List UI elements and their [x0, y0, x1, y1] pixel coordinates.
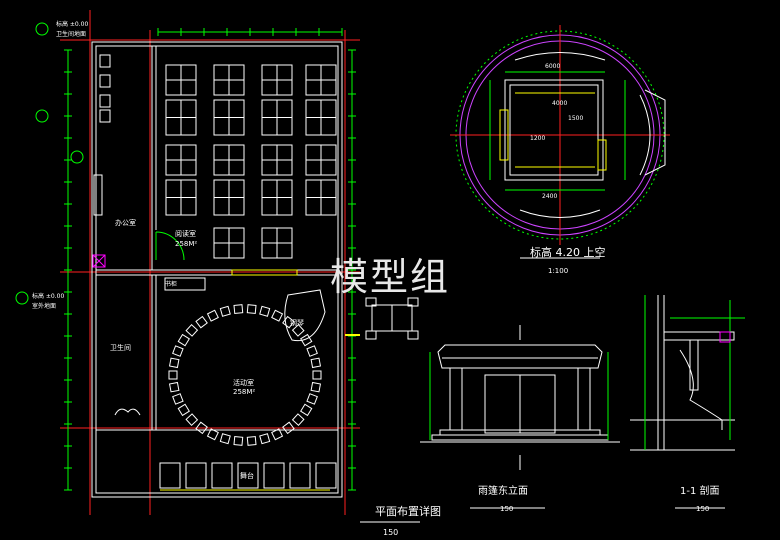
room-stage-label: 舞台 — [240, 471, 254, 480]
stage-box — [315, 462, 337, 489]
seat — [177, 403, 190, 417]
seat — [168, 370, 178, 380]
floor-plan — [15, 10, 420, 523]
top-plan-dim-5: 4000 — [552, 100, 567, 107]
top-plan-scale: 1:100 — [548, 267, 568, 275]
top-plan — [450, 25, 670, 259]
seat — [306, 345, 318, 357]
seat — [233, 304, 244, 314]
top-plan-dim-3: 1200 — [530, 135, 545, 142]
seat — [306, 393, 318, 405]
stage-box — [237, 462, 259, 489]
section-1-1 — [630, 295, 745, 509]
stage-furniture — [159, 462, 337, 489]
seat — [282, 421, 295, 435]
seat — [206, 309, 219, 322]
seat — [310, 357, 322, 369]
table-chairs-icon — [365, 297, 419, 340]
dimension-ticks — [64, 28, 356, 491]
stage-box — [289, 462, 311, 489]
elev-label-top: 标高 ±0.00 — [56, 20, 88, 28]
seat — [259, 433, 271, 445]
outer-wall — [91, 41, 343, 498]
index-marker-icon — [15, 291, 29, 305]
seat — [233, 436, 244, 446]
section-scale: 150 — [696, 505, 709, 513]
toilet-fixture-icon — [92, 254, 106, 268]
seat — [259, 305, 271, 317]
seat-ring — [168, 304, 322, 446]
seat — [246, 436, 257, 446]
top-plan-title: 标高 4.20 上空 — [530, 245, 606, 259]
watermark-text: 模型组 — [330, 255, 451, 299]
seat — [312, 370, 322, 380]
seat — [300, 333, 313, 347]
core-room — [504, 79, 604, 181]
stage-box — [185, 462, 207, 489]
elev-label-mid: 标高 ±0.00 — [32, 292, 64, 300]
seat — [206, 428, 219, 441]
seat — [219, 433, 231, 445]
seat — [300, 403, 313, 417]
seat — [195, 315, 208, 329]
stage-box — [263, 462, 285, 489]
seat — [185, 413, 199, 426]
room-reading-label: 阅读室 — [175, 229, 196, 238]
seat — [291, 324, 305, 337]
floor-plan-scale: 150 — [383, 528, 398, 537]
room-activity-label: 活动室 — [233, 378, 254, 387]
room-activity-area: 258M² — [233, 388, 255, 396]
canopy — [437, 344, 603, 369]
seat — [168, 357, 180, 369]
seat — [172, 393, 184, 405]
index-marker-icon — [70, 150, 84, 164]
seat — [246, 304, 257, 314]
room-piano-label: 钢琴 — [290, 318, 304, 327]
seat — [168, 381, 180, 393]
stage-box — [159, 462, 181, 489]
east-elevation — [420, 325, 620, 509]
east-elevation-title: 雨篷东立面 — [478, 484, 528, 497]
seat — [177, 333, 190, 347]
top-plan-dim-2: 2400 — [542, 193, 557, 200]
note-mid: 室外地面 — [32, 302, 56, 310]
seat — [195, 421, 208, 435]
floor-plan-title: 平面布置详图 — [375, 504, 441, 518]
room-office-label: 办公室 — [115, 218, 136, 227]
top-plan-dim-4: 1500 — [568, 115, 583, 122]
stage-box — [211, 462, 233, 489]
seat — [172, 345, 184, 357]
seat — [291, 413, 305, 426]
column — [449, 367, 463, 431]
canopy-slab — [663, 331, 735, 341]
section-title: 1-1 剖面 — [680, 484, 720, 497]
seat — [219, 305, 231, 317]
east-elevation-scale: 150 — [500, 505, 513, 513]
index-marker-icon — [35, 22, 49, 36]
piano-icon — [284, 289, 326, 342]
seat — [271, 428, 284, 441]
room-reading-area: 258M² — [175, 240, 197, 248]
note-top: 卫生间地面 — [56, 30, 86, 38]
index-marker-icon — [35, 109, 49, 123]
column — [577, 367, 591, 431]
bookshelf-grid — [165, 64, 337, 259]
cabinet-label: 书柜 — [165, 280, 177, 288]
seat — [271, 309, 284, 322]
seat — [185, 324, 199, 337]
seat — [310, 381, 322, 393]
room-toilet-label: 卫生间 — [110, 343, 131, 352]
top-plan-dim-1: 6000 — [545, 63, 560, 70]
